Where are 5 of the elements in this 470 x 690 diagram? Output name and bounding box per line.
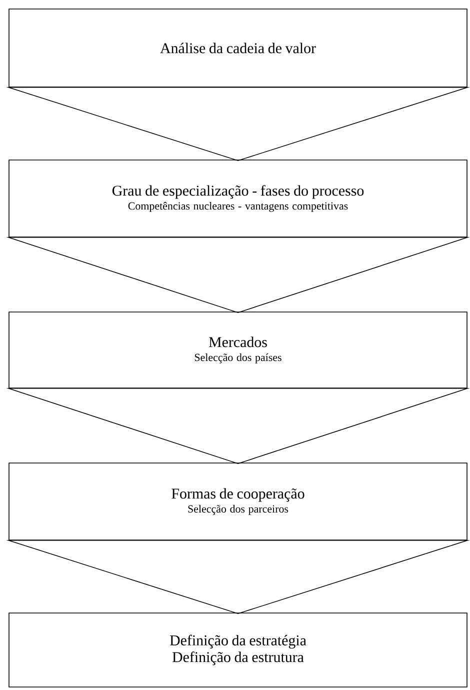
- process-box: Análise da cadeia de valor: [8, 8, 468, 88]
- process-box: Grau de especialização - fases do processo Competências nucleares - vantagens competitivas: [8, 160, 468, 238]
- process-box: Definição da estratégia Definição da estrutura: [8, 612, 468, 688]
- process-box: Mercados Selecção dos países: [8, 312, 468, 388]
- process-box: Formas de cooperação Selecção dos parceiros: [8, 462, 468, 540]
